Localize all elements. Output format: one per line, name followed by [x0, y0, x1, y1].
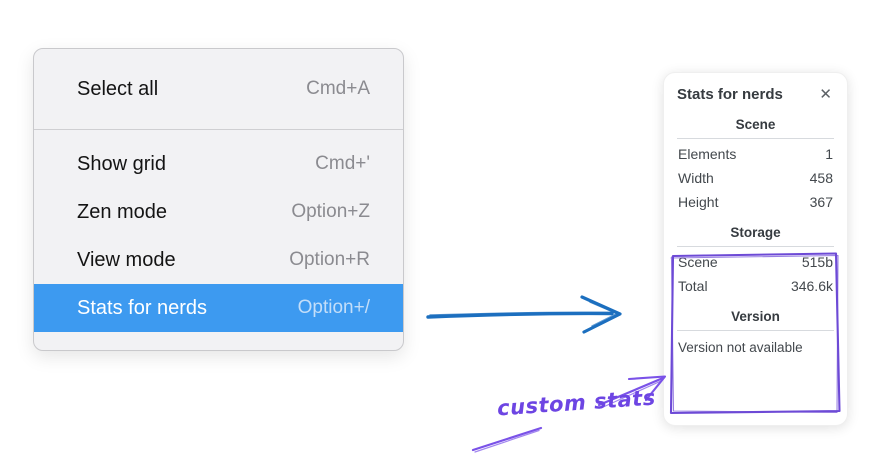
stat-value: 1: [825, 146, 833, 162]
stats-row-height: Height 367: [677, 190, 834, 214]
stats-row-width: Width 458: [677, 166, 834, 190]
version-note: Version not available: [678, 340, 803, 355]
menu-item-label: Zen mode: [77, 200, 168, 223]
menu-item-view-mode[interactable]: View mode Option+R: [34, 236, 403, 284]
section-divider: [677, 138, 834, 139]
section-divider: [677, 330, 834, 331]
section-divider: [677, 246, 834, 247]
section-header-version: Version: [731, 309, 780, 324]
context-menu: Select all Cmd+A Show grid Cmd+' Zen mod…: [33, 48, 404, 351]
menu-item-label: View mode: [77, 248, 176, 271]
menu-item-stats-for-nerds[interactable]: Stats for nerds Option+/: [34, 284, 403, 332]
stats-row-elements: Elements 1: [677, 142, 834, 166]
stats-panel-header: Stats for nerds ✕: [677, 85, 834, 104]
menu-item-shortcut: Cmd+': [315, 153, 370, 174]
menu-item-label: Stats for nerds: [77, 296, 208, 319]
flow-arrow: [426, 295, 622, 334]
menu-item-shortcut: Option+Z: [291, 201, 370, 222]
menu-item-shortcut: Cmd+A: [306, 78, 370, 99]
stat-label: Width: [678, 170, 714, 186]
menu-item-label: Select all: [77, 77, 159, 100]
stat-label: Total: [678, 278, 708, 294]
stat-label: Elements: [678, 146, 737, 162]
stat-label: Height: [678, 194, 719, 210]
stat-value: 515b: [801, 254, 833, 270]
stat-value: 346.6k: [790, 278, 833, 294]
section-header-scene: Scene: [735, 117, 776, 132]
menu-item-shortcut: Option+/: [297, 297, 370, 318]
annotation-label: custom stats: [496, 385, 657, 421]
menu-item-label: Show grid: [77, 152, 166, 175]
stats-panel-title: Stats for nerds: [677, 86, 783, 103]
menu-item-show-grid[interactable]: Show grid Cmd+': [34, 140, 403, 188]
stat-value: 367: [809, 194, 833, 210]
close-icon[interactable]: ✕: [819, 86, 832, 103]
stats-panel: Stats for nerds ✕ Scene Elements 1 Width…: [663, 72, 848, 426]
section-header-storage: Storage: [730, 225, 781, 240]
menu-divider: [34, 129, 403, 130]
menu-item-zen-mode[interactable]: Zen mode Option+Z: [34, 188, 403, 236]
stats-row-scene-size: Scene 515b: [677, 250, 834, 274]
stats-row-total-size: Total 346.6k: [677, 274, 834, 298]
menu-section: Show grid Cmd+' Zen mode Option+Z View m…: [34, 130, 403, 332]
menu-item-shortcut: Option+R: [289, 249, 370, 270]
menu-item-select-all[interactable]: Select all Cmd+A: [34, 49, 403, 129]
stat-value: 458: [809, 170, 833, 186]
stat-label: Scene: [678, 254, 718, 270]
